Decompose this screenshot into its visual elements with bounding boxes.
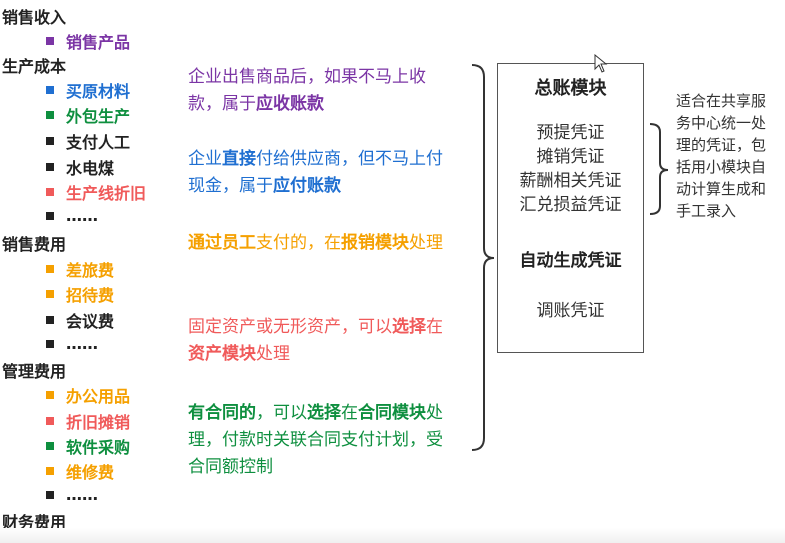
item-travel: 差旅费 (46, 257, 114, 281)
item-depreciation-amort: 折旧摊销 (46, 409, 130, 433)
item-label: 买原材料 (66, 82, 131, 101)
item-label: 销售产品 (66, 33, 131, 52)
ledger-title: 总账模块 (534, 78, 607, 99)
item-label: 维修费 (66, 463, 115, 482)
item-labor: 支付人工 (46, 129, 130, 153)
item-label: …… (66, 334, 98, 353)
item-label: 折旧摊销 (66, 413, 131, 432)
item-label: …… (66, 206, 98, 225)
category-admin-expense: 管理费用 (2, 362, 67, 381)
bullet-icon (46, 391, 54, 399)
item-sales-product: 销售产品 (46, 29, 130, 53)
item-label: 生产线折旧 (66, 184, 147, 203)
bullet-icon (46, 86, 54, 94)
note-receivable: 企业出售商品后，如果不马上收款，属于应收账款 (188, 67, 426, 114)
item-software: 软件采购 (46, 434, 130, 458)
item-label: 水电煤 (66, 159, 115, 178)
item-maintenance: 维修费 (46, 459, 114, 483)
category-finance-expense: 财务费用 (2, 513, 67, 532)
note-contract: 有合同的，可以选择在合同模块处理，付款时关联合同支付计划，受合同额控制 (188, 403, 443, 477)
item-outsourcing: 外包生产 (46, 103, 130, 127)
item-label: 招待费 (66, 286, 115, 305)
note-reimbursement: 通过员工支付的，在报销模块处理 (188, 233, 443, 253)
item-line-depreciation: 生产线折旧 (46, 180, 146, 204)
bullet-icon (46, 442, 54, 450)
item-label: 外包生产 (66, 107, 131, 126)
item-meeting: 会议费 (46, 308, 114, 332)
bullet-icon (46, 467, 54, 475)
item-more-3: …… (46, 485, 98, 504)
voucher-amortization: 摊销凭证 (536, 147, 605, 167)
voucher-payroll: 薪酬相关凭证 (519, 171, 622, 191)
voucher-exchange: 汇兑损益凭证 (519, 195, 622, 215)
mouse-cursor-icon (594, 54, 608, 73)
note-asset: 固定资产或无形资产，可以选择在资产模块处理 (188, 317, 443, 364)
item-more-2: …… (46, 334, 98, 353)
footer-shade (0, 528, 785, 543)
voucher-adjust: 调账凭证 (536, 301, 605, 321)
note-payable: 企业直接付给供应商，但不马上付现金，属于应付账款 (188, 149, 443, 196)
item-office: 办公用品 (46, 383, 130, 407)
category-sales-expense: 销售费用 (2, 235, 67, 254)
bullet-icon (46, 316, 54, 324)
item-label: …… (66, 485, 98, 504)
bullet-icon (46, 211, 54, 220)
ledger-module-box: 总账模块 预提凭证 摊销凭证 薪酬相关凭证 汇兑损益凭证 自动生成凭证 调账凭证 (497, 63, 644, 353)
side-note: 适合在共享服务中心统一处理的凭证，包括用小模块自动计算生成和手工录入 (676, 92, 767, 220)
bullet-icon (46, 417, 54, 425)
item-entertainment: 招待费 (46, 282, 114, 306)
bullet-icon (46, 37, 54, 45)
bullet-icon (46, 290, 54, 298)
auto-voucher-title: 自动生成凭证 (519, 251, 622, 271)
bullet-icon (46, 188, 54, 196)
item-label: 差旅费 (66, 261, 115, 280)
item-label: 会议费 (66, 312, 115, 331)
item-utilities: 水电煤 (46, 155, 114, 179)
bullet-icon (46, 163, 54, 171)
item-label: 软件采购 (66, 438, 131, 457)
item-more-1: …… (46, 206, 98, 225)
bullet-icon (46, 111, 54, 119)
bullet-icon (46, 265, 54, 273)
bullet-icon (46, 339, 54, 348)
item-label: 支付人工 (66, 133, 131, 152)
item-label: 办公用品 (66, 387, 131, 406)
bullet-icon (46, 137, 54, 145)
category-production-cost: 生产成本 (2, 57, 67, 76)
voucher-accrual: 预提凭证 (536, 123, 605, 143)
category-sales-income: 销售收入 (2, 8, 67, 27)
item-buy-material: 买原材料 (46, 78, 130, 102)
bullet-icon (46, 490, 54, 499)
